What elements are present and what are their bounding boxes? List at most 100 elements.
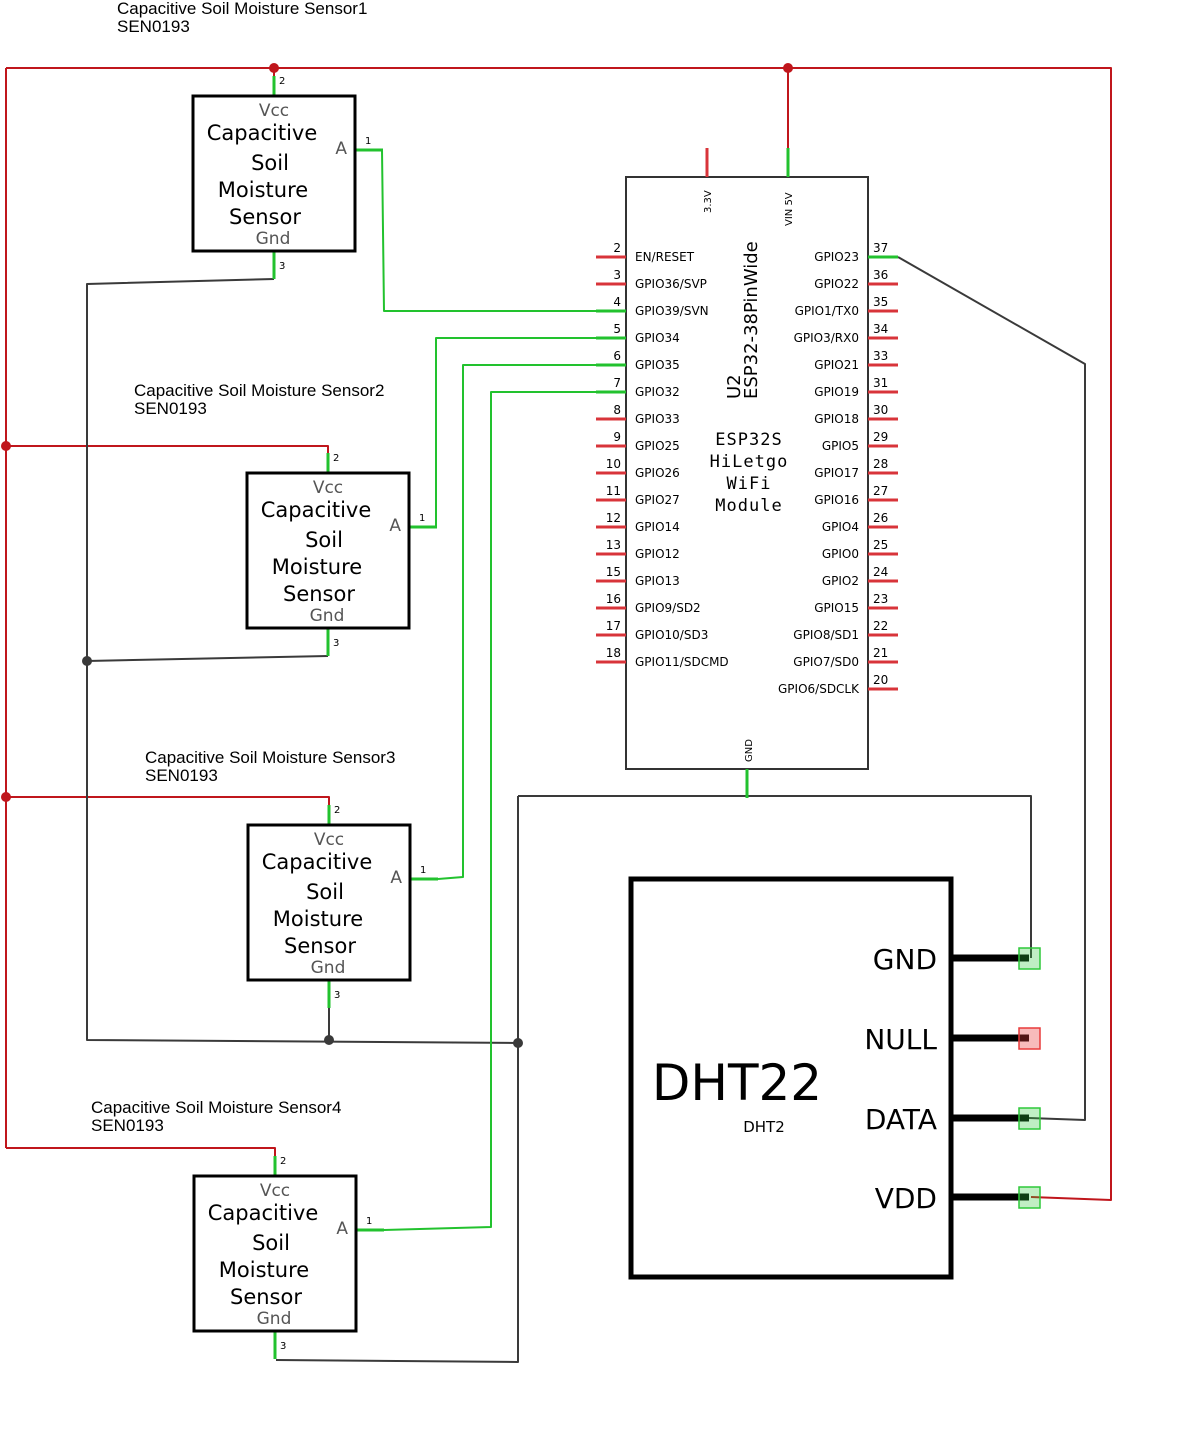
sensor2-name-line3: Moisture	[272, 555, 362, 579]
sensor4-gnd-label: Gnd	[257, 1309, 292, 1329]
esp32-pin-name: GPIO12	[635, 547, 680, 561]
sensor1-body[interactable]	[191, 94, 357, 253]
esp32-pin-name: GPIO39/SVN	[635, 304, 709, 318]
esp32-module-text: Module	[715, 496, 782, 516]
sensor3-body[interactable]	[246, 823, 412, 982]
junction-dot	[82, 656, 92, 666]
esp32-pin-name: GPIO33	[635, 412, 680, 426]
esp32-pin-name: GPIO8/SD1	[793, 628, 859, 642]
sensor2-gnd-label: Gnd	[310, 606, 345, 626]
esp32-pin-name: GPIO4	[822, 520, 859, 534]
esp32-pin-number: 4	[613, 295, 621, 309]
esp32-pin-name: EN/RESET	[635, 250, 695, 264]
esp32-pin-number: 5	[613, 322, 621, 336]
esp32-pin-number: 29	[873, 430, 888, 444]
sensor3-name-line1: Capacitive	[262, 850, 373, 874]
sensor1-name-line3: Moisture	[218, 178, 308, 202]
sensor3-pin-number-a: 1	[420, 865, 426, 876]
ground-net-top	[518, 795, 1032, 958]
sensor1-name-line1: Capacitive	[207, 121, 318, 145]
sensor1-pin-number-a: 1	[365, 136, 371, 147]
sensor3-a-label: A	[390, 868, 402, 888]
dht22-pin-label: DATA	[865, 1103, 937, 1136]
dht22-pin-pad[interactable]	[1018, 1107, 1041, 1130]
sensor1-pin-number-vcc: 2	[279, 76, 285, 87]
sensor1-gnd-label: Gnd	[256, 229, 291, 249]
sensor2-a-label: A	[389, 516, 401, 536]
esp32-pin-number: 28	[873, 457, 888, 471]
junction-dot	[269, 63, 279, 73]
esp32-pin-number: 22	[873, 619, 888, 633]
esp32-pin-number: 34	[873, 322, 888, 336]
esp32-pin-name: GPIO2	[822, 574, 859, 588]
dht22-pin-pad[interactable]	[1018, 947, 1041, 970]
esp32-pin-name: GPIO23	[814, 250, 859, 264]
signal-net-s3-gpio35	[437, 364, 596, 880]
junction-dot	[324, 1035, 334, 1045]
ground-rail-right	[275, 796, 519, 1363]
sensor2-body[interactable]	[245, 471, 411, 630]
esp32-pin-name: GPIO3/RX0	[794, 331, 859, 345]
esp32-pin-name: GPIO35	[635, 358, 680, 372]
esp32-pin-number: 6	[613, 349, 621, 363]
sensor2-title: Capacitive Soil Moisture Sensor2	[134, 381, 384, 400]
signal-net-s4-gpio32	[383, 391, 596, 1231]
esp32-pin-number: 36	[873, 268, 888, 282]
sensor4-a-label: A	[336, 1219, 348, 1239]
esp32-pin-number: 23	[873, 592, 888, 606]
esp32-pin-name: GPIO27	[635, 493, 680, 507]
dht22-pin-pad[interactable]	[1018, 1027, 1041, 1050]
sensor4-body[interactable]	[192, 1174, 358, 1333]
sensor3-title: Capacitive Soil Moisture Sensor3	[145, 748, 395, 767]
dht22-name: DHT22	[652, 1054, 822, 1112]
sensor2-pin-number-gnd: 3	[333, 638, 339, 649]
dht22-body[interactable]	[628, 876, 954, 1280]
esp32-pin-number: 31	[873, 376, 888, 390]
esp32-pin-number: 13	[606, 538, 621, 552]
sensor3-pin-number-vcc: 2	[334, 805, 340, 816]
parts: Capacitive Soil Moisture Sensor1SEN01932…	[91, 0, 1041, 1359]
dht22-pin-pad[interactable]	[1018, 1186, 1041, 1209]
sensor3-name-line4: Sensor	[284, 934, 356, 958]
sensor4-title: Capacitive Soil Moisture Sensor4	[91, 1098, 341, 1117]
junction-dot	[513, 1038, 523, 1048]
esp32-pin-number: 33	[873, 349, 888, 363]
dht22-pin-label: VDD	[875, 1182, 937, 1215]
esp32-pin-name: GPIO7/SD0	[793, 655, 859, 669]
esp32-body[interactable]	[625, 176, 869, 770]
sensor2-name-line2: Soil	[305, 528, 343, 552]
esp32-pin-number: 35	[873, 295, 888, 309]
esp32-pin-name: GPIO0	[822, 547, 859, 561]
sensor1-name-line4: Sensor	[229, 205, 301, 229]
esp32-pin-name: GPIO18	[814, 412, 859, 426]
esp32-pin-number: 24	[873, 565, 888, 579]
power-branch-s2	[6, 445, 329, 453]
esp32-pin-name: GPIO26	[635, 466, 680, 480]
sensor2-vcc-label: Vcc	[313, 478, 343, 498]
sensor3-vcc-label: Vcc	[314, 830, 344, 850]
esp32-pin-name: GPIO34	[635, 331, 680, 345]
esp32-pin-name: GPIO32	[635, 385, 680, 399]
power-branch-s4	[6, 1147, 276, 1156]
esp32-pin-name: GPIO17	[814, 466, 859, 480]
esp32-pin-number: 26	[873, 511, 888, 525]
esp32-pin-name: GPIO11/SDCMD	[635, 655, 729, 669]
sensor3-name-line2: Soil	[306, 880, 344, 904]
esp32-pin-name: GPIO25	[635, 439, 680, 453]
dht22-ref: DHT2	[743, 1118, 785, 1136]
esp32-pin-number: 37	[873, 241, 888, 255]
esp32-pin-number: 16	[606, 592, 621, 606]
esp32-pin-label-vin5v: VIN 5V	[784, 192, 795, 226]
esp32-pin-name: GPIO15	[814, 601, 859, 615]
esp32-module-text: WiFi	[727, 474, 772, 494]
sensor2-pin-number-vcc: 2	[333, 453, 339, 464]
esp32-pin-number: 7	[613, 376, 621, 390]
wires	[1, 63, 1112, 1363]
esp32-module-text: ESP32S	[715, 430, 782, 450]
esp32-pin-number: 12	[606, 511, 621, 525]
sensor2-part-number: SEN0193	[134, 399, 207, 418]
esp32-pin-name: GPIO21	[814, 358, 859, 372]
esp32-pin-name: GPIO14	[635, 520, 680, 534]
esp32-name: ESP32-38PinWide	[741, 241, 762, 399]
